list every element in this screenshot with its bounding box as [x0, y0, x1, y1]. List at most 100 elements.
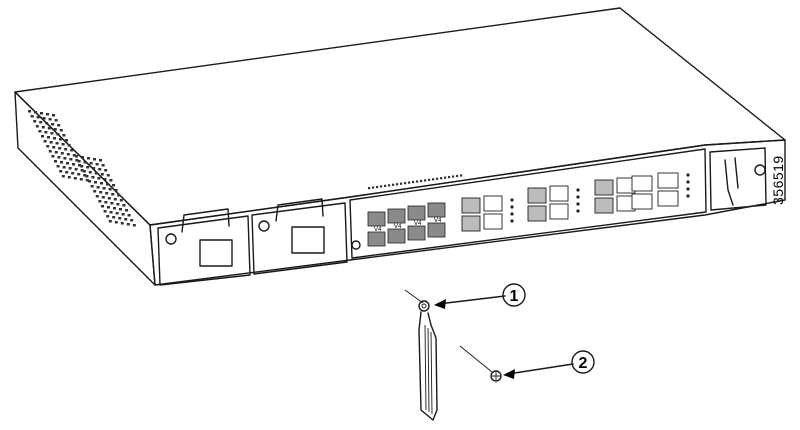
rj45-port — [631, 175, 653, 192]
vent-hole — [30, 115, 34, 118]
vent-hole — [109, 179, 113, 182]
vent-hole — [57, 124, 61, 127]
vent-hole — [125, 209, 128, 212]
vent-hole — [54, 119, 58, 122]
vent-hole — [98, 200, 102, 203]
vent-hole — [59, 170, 63, 173]
panel-dot — [376, 185, 379, 189]
sfp-port — [407, 205, 426, 221]
vent-hole — [55, 142, 59, 145]
vent-hole — [68, 167, 72, 170]
vent-hole — [62, 166, 66, 169]
callout-circle-1 — [502, 283, 526, 307]
callout-number-2: 2 — [579, 355, 588, 372]
vent-hole — [117, 194, 121, 197]
psu-screw-1 — [165, 233, 177, 245]
vent-hole — [67, 144, 71, 147]
vent-hole — [120, 222, 124, 225]
vent-hole — [105, 192, 109, 195]
vent-hole — [52, 146, 56, 149]
power-inlet-1 — [199, 239, 233, 267]
vent-hole — [118, 217, 122, 220]
vent-hole — [77, 160, 81, 163]
vent-hole — [121, 213, 125, 216]
panel-dot — [392, 183, 395, 186]
vent-hole — [104, 169, 108, 172]
vent-hole — [104, 201, 108, 204]
vent-hole — [107, 206, 110, 209]
vent-hole — [109, 211, 113, 214]
rj45-port — [483, 195, 503, 212]
chassis-front — [149, 139, 786, 286]
power-inlet-2 — [291, 226, 325, 254]
vent-hole — [40, 112, 43, 115]
port-label-3: V4 — [414, 221, 422, 227]
vent-hole — [108, 188, 112, 191]
vent-hole — [28, 110, 31, 113]
vent-hole — [81, 156, 84, 159]
psu-handle-2 — [275, 198, 324, 222]
status-led — [686, 180, 690, 184]
panel-dot — [448, 176, 451, 179]
panel-dot — [416, 180, 419, 183]
vent-hole — [73, 177, 77, 180]
sfp-port — [387, 208, 406, 224]
vent-hole — [92, 167, 96, 170]
vent-hole — [45, 122, 49, 125]
vent-hole — [106, 174, 110, 177]
psu-handle-1 — [181, 208, 230, 233]
sfp-port — [427, 202, 446, 218]
vent-hole — [83, 174, 87, 177]
vent-hole — [63, 157, 67, 160]
status-led — [686, 194, 690, 198]
vent-hole — [98, 168, 102, 171]
vent-hole — [103, 210, 107, 213]
vent-hole — [106, 183, 109, 186]
rj45-port-group — [461, 172, 690, 232]
vent-hole — [124, 218, 128, 221]
vent-hole — [106, 215, 110, 218]
callout-1: 1 — [434, 283, 526, 309]
vent-hole — [112, 184, 115, 187]
panel-dot — [372, 186, 375, 189]
vent-hole — [107, 197, 111, 200]
vent-hole — [47, 127, 51, 130]
fan-tray — [709, 147, 767, 211]
vent-hole — [126, 223, 130, 226]
sfp-port — [407, 225, 426, 241]
vent-hole — [87, 157, 90, 160]
vent-hole — [60, 152, 64, 155]
vent-hole — [75, 155, 78, 158]
panel-dot — [368, 187, 371, 190]
vent-hole — [52, 114, 55, 117]
panel-dot — [460, 174, 463, 177]
vent-hole — [49, 141, 53, 144]
vent-hole — [69, 158, 73, 161]
vent-hole — [39, 121, 43, 124]
vent-hole — [33, 120, 37, 123]
vent-hole — [41, 135, 44, 138]
panel-dot — [388, 184, 391, 187]
vent-hole — [99, 191, 103, 194]
vent-hole — [43, 140, 47, 143]
lug-ring — [418, 300, 430, 312]
vent-hole — [85, 179, 89, 182]
sfp-port — [367, 211, 386, 227]
port-label-4: V4 — [434, 218, 442, 224]
ground-lug — [404, 289, 438, 421]
vent-hole — [101, 164, 105, 167]
sfp-port — [367, 231, 386, 247]
panel-dot — [456, 174, 459, 178]
panel-dot — [436, 177, 439, 180]
rj45-port — [657, 190, 679, 207]
rj45-port — [549, 203, 569, 220]
vent-hole — [64, 148, 68, 151]
rj45-port — [657, 172, 679, 189]
vent-hole — [59, 138, 62, 141]
vent-hole — [102, 187, 106, 190]
figure-id-number: 356519 — [770, 155, 786, 205]
vent-hole — [61, 175, 65, 178]
panel-dot — [452, 175, 455, 178]
rj45-port — [594, 179, 614, 196]
